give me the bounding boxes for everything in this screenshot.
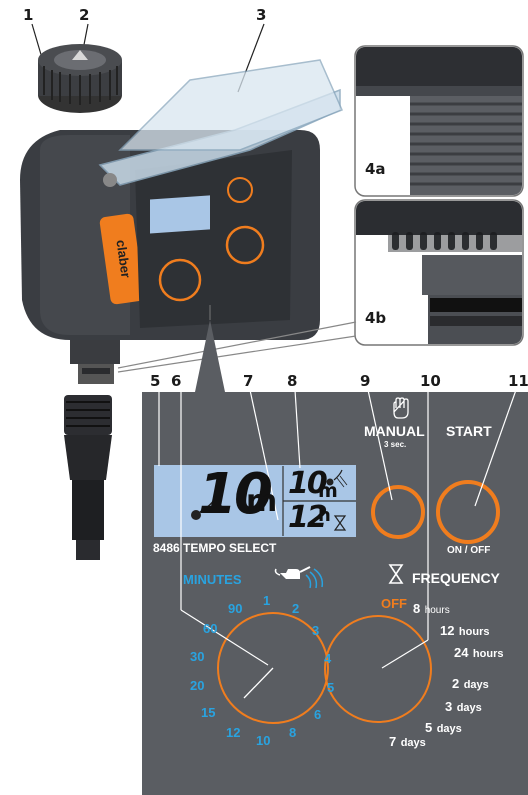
start-label: START — [446, 423, 492, 439]
hand-icon — [393, 397, 409, 419]
lcd-display — [154, 465, 356, 537]
minutes-value: 15 — [201, 705, 216, 720]
watering-can-icon — [274, 566, 311, 579]
minutes-value: 12 — [226, 725, 241, 740]
water-drops-icon — [305, 568, 324, 589]
minutes-value: 4 — [324, 651, 332, 666]
frequency-dial — [324, 615, 432, 723]
callout-8: 8 — [287, 372, 298, 390]
frequency-off-label: OFF — [381, 596, 407, 611]
frequency-label: FREQUENCY — [412, 570, 500, 586]
frequency-value-num: 5 — [425, 720, 433, 735]
manual-label: MANUAL — [364, 423, 425, 439]
lcd-small-bottom-value: 12 — [288, 500, 328, 535]
frequency-value-unit: days — [463, 679, 489, 691]
start-sub-label: ON / OFF — [447, 545, 491, 556]
inset-4b — [354, 199, 524, 346]
frequency-value-num: 8 — [413, 601, 421, 616]
callout-1: 1 — [23, 6, 34, 24]
hourglass-icon — [333, 515, 347, 531]
minutes-value: 1 — [263, 593, 271, 608]
callout-4a: 4a — [365, 160, 386, 178]
frequency-value-unit: days — [436, 723, 462, 735]
inset-leader-lines — [117, 321, 357, 373]
brand-logo: claber — [113, 239, 133, 279]
minutes-value: 5 — [327, 680, 335, 695]
frequency-value-2d: 2 days — [452, 675, 489, 693]
minutes-value: 90 — [228, 601, 243, 616]
frequency-value-5d: 5 days — [425, 719, 462, 737]
callout-11: 11 — [508, 372, 528, 390]
frequency-value-24h: 24 hours — [454, 644, 503, 662]
minutes-value: 20 — [190, 678, 205, 693]
lcd-small-bottom-unit: h — [318, 505, 331, 526]
frequency-value-num: 2 — [452, 676, 460, 691]
control-panel-bg — [142, 320, 528, 795]
frequency-value-unit: hours — [472, 648, 504, 660]
minutes-value: 8 — [289, 725, 297, 740]
callout-9: 9 — [360, 372, 371, 390]
callout-7: 7 — [243, 372, 254, 390]
frequency-value-12h: 12 hours — [440, 622, 489, 640]
frequency-value-3d: 3 days — [445, 698, 482, 716]
callout-10: 10 — [420, 372, 441, 390]
callout-6: 6 — [171, 372, 182, 390]
leader-lines-panel — [158, 389, 517, 669]
device-body: claber — [20, 44, 344, 560]
manual-sub-label: 3 sec. — [384, 440, 407, 449]
lcd-main-value: 10 — [198, 462, 273, 527]
frequency-value-num: 24 — [454, 645, 469, 660]
minutes-value: 3 — [312, 623, 320, 638]
lcd-small-top-unit: m — [318, 480, 338, 502]
callout-5: 5 — [150, 372, 161, 390]
frequency-value-8h: 8 hours — [413, 600, 450, 618]
minutes-value: 2 — [292, 601, 300, 616]
inset-4a — [354, 45, 524, 197]
frequency-value-num: 7 — [389, 734, 397, 749]
frequency-value-num: 12 — [440, 623, 455, 638]
callout-2: 2 — [79, 6, 90, 24]
manual-button — [371, 485, 425, 539]
model-label: 8486 TEMPO SELECT — [153, 541, 277, 555]
frequency-value-unit: hours — [424, 605, 450, 616]
minutes-dial — [217, 612, 329, 724]
minutes-value: 6 — [314, 707, 322, 722]
frequency-value-unit: days — [456, 702, 482, 714]
frequency-value-7d: 7 days — [389, 733, 426, 751]
minutes-value: 10 — [256, 733, 271, 748]
lcd-small-top-value: 10 — [288, 466, 328, 501]
frequency-hourglass-icon — [388, 564, 404, 584]
frequency-value-unit: hours — [458, 626, 490, 638]
minutes-value: 60 — [203, 621, 218, 636]
lcd-main-unit: m — [246, 484, 278, 519]
frequency-value-unit: days — [400, 737, 426, 749]
callout-4b: 4b — [365, 309, 387, 327]
minutes-value: 30 — [190, 649, 205, 664]
start-button — [436, 480, 500, 544]
frequency-value-num: 3 — [445, 699, 453, 714]
callout-3: 3 — [256, 6, 267, 24]
minutes-label: MINUTES — [183, 572, 242, 587]
